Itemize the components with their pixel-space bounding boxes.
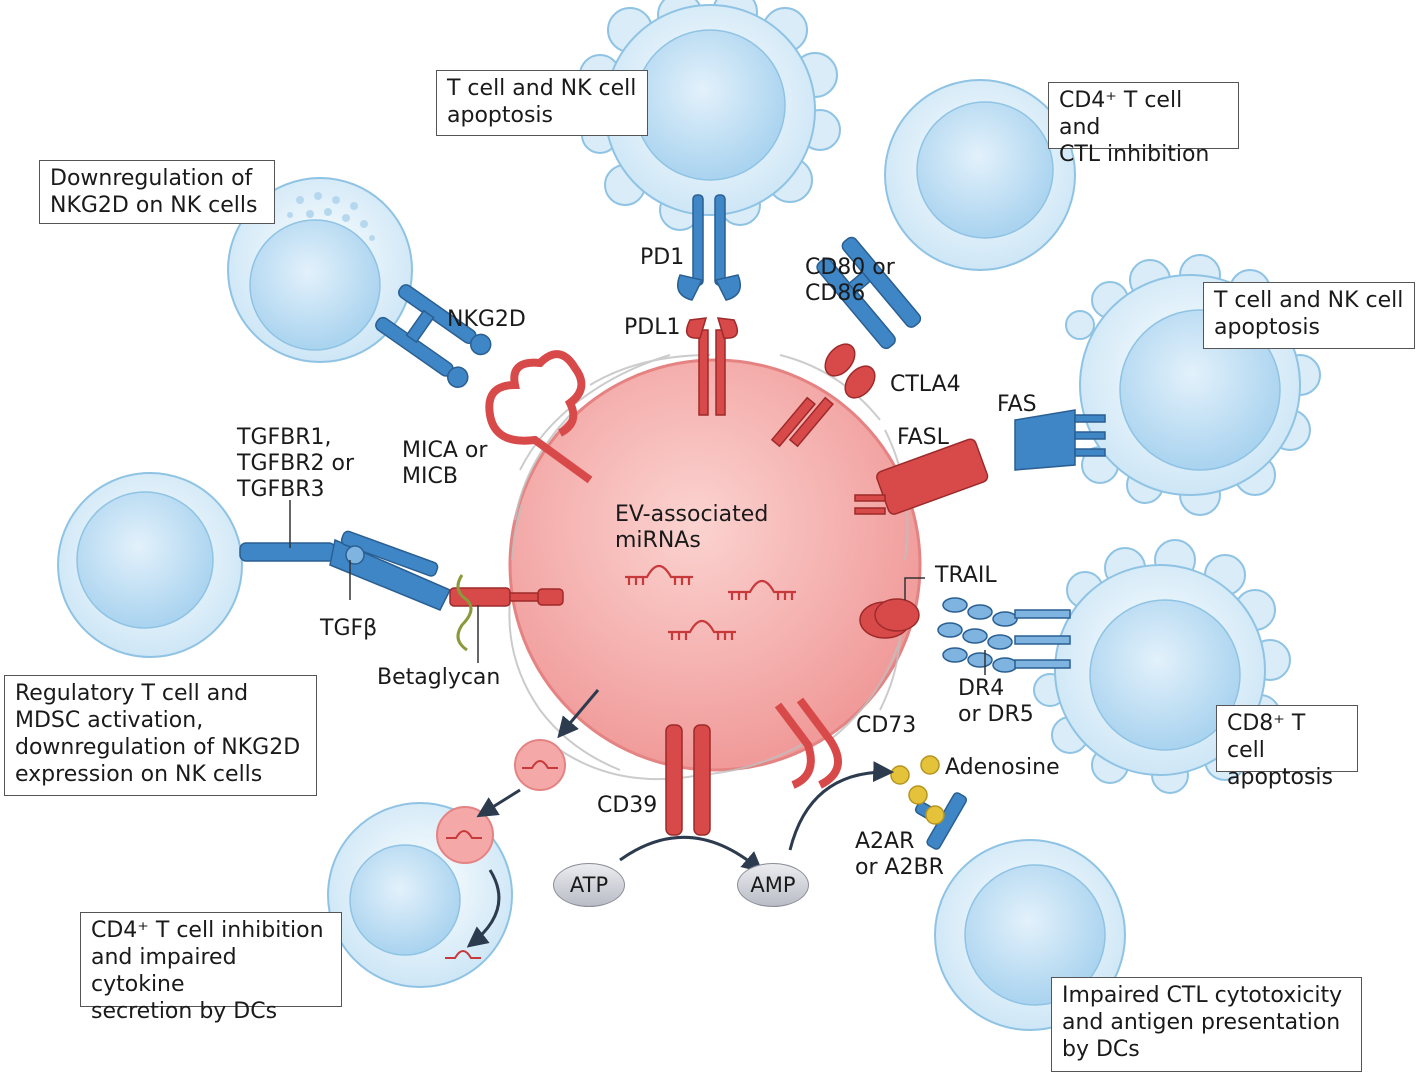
mirna-icon	[625, 564, 693, 585]
cell-cd8-right	[1033, 539, 1291, 794]
cd39-ligand-icon	[665, 724, 711, 836]
fasl-ligand-icon	[854, 438, 989, 515]
mirna-icon	[668, 619, 736, 640]
box-tnk-apoptosis-top: T cell and NK cell apoptosis	[436, 70, 648, 136]
arrow-ev-to-vesicle	[557, 689, 600, 739]
label-pd1: PD1	[640, 245, 685, 270]
label-tgfb: TGFβ	[320, 616, 378, 641]
trail-ligand-icon	[859, 598, 920, 639]
mirna-vesicle-in-dc	[436, 806, 494, 864]
box-nkg2d-downregulation: Downregulation of NKG2D on NK cells	[39, 160, 275, 224]
box-tnk-apoptosis-right: T cell and NK cell apoptosis	[1203, 282, 1415, 349]
label-dr: DR4 or DR5	[958, 676, 1034, 727]
arrow-vesicle-to-dc	[476, 788, 521, 818]
label-trail: TRAIL	[935, 563, 997, 588]
cell-tnk-right	[1065, 254, 1321, 516]
box-cd8-apoptosis: CD8⁺ T cell apoptosis	[1216, 705, 1358, 790]
extracellular-vesicle	[508, 354, 922, 781]
mirna-vesicle	[514, 739, 566, 791]
cell-dc-bottom-left	[327, 802, 513, 988]
cd73-ligand-icon	[774, 697, 842, 789]
arrow-atp-to-amp	[619, 835, 764, 873]
label-pdl1: PDL1	[624, 315, 681, 340]
label-fasl: FASL	[897, 425, 949, 450]
label-a2ar: A2AR or A2BR	[855, 829, 944, 880]
mirna-icon	[728, 579, 796, 600]
mica-ligand-icon	[485, 350, 593, 484]
cd80-receptor-icon	[816, 236, 922, 350]
label-ctla4: CTLA4	[890, 372, 961, 397]
adenosine-molecules	[890, 755, 945, 825]
arrow-uptake-curve	[466, 869, 501, 948]
box-cd4-ctl-inhibition: CD4⁺ T cell and CTL inhibition	[1048, 82, 1239, 167]
trail-leader-line	[904, 577, 925, 600]
box-ctl-antigen-dc: Impaired CTL cytotoxicity and antigen pr…	[1051, 977, 1362, 1072]
pd1-receptor-icon	[677, 194, 741, 301]
nkg2d-receptor-icon	[375, 284, 492, 388]
label-tgfbr: TGFBR1, TGFBR2 or TGFBR3	[237, 425, 355, 502]
cell-treg-left	[57, 472, 243, 658]
fas-receptor-icon	[1014, 409, 1106, 471]
box-cd4-cytokine-dc: CD4⁺ T cell inhibition and impaired cyto…	[80, 912, 342, 1024]
cell-tnk-top	[579, 0, 841, 231]
label-adenosine: Adenosine	[945, 755, 1060, 780]
box-treg-mdsc-activation: Regulatory T cell and MDSC activation, d…	[4, 675, 317, 796]
mirna-glyphs	[625, 564, 796, 640]
dr-receptor-icon	[937, 597, 1071, 673]
ctla4-ligand-icon	[770, 343, 876, 448]
label-cd39: CD39	[597, 793, 658, 818]
label-ev-mirnas: EV-associated miRNAs	[615, 502, 769, 553]
atp-molecule: ATP	[553, 863, 625, 907]
amp-molecule: AMP	[737, 863, 809, 907]
betaglycan-ligand-icon	[449, 587, 564, 607]
cell-nk-top-left	[227, 177, 413, 363]
cell-cd4-top-right	[884, 79, 1076, 271]
arrow-amp-to-adenosine	[788, 761, 895, 851]
label-nkg2d: NKG2D	[447, 307, 526, 332]
label-mica: MICA or MICB	[402, 438, 488, 489]
free-mirna-icon	[445, 950, 481, 959]
label-cd73: CD73	[856, 713, 917, 738]
label-cd80: CD80 or CD86	[805, 255, 895, 306]
tgfb-ligand-icon	[456, 574, 473, 652]
label-betaglycan: Betaglycan	[377, 665, 501, 690]
tgfbr-receptor-icon	[239, 530, 452, 611]
label-fas: FAS	[997, 392, 1037, 417]
pdl1-ligand-icon	[685, 317, 739, 416]
